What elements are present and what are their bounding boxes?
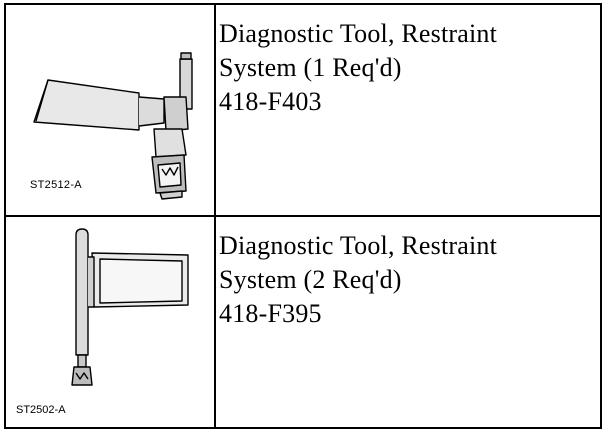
- table-row: ST2512-A Diagnostic Tool, Restraint Syst…: [4, 3, 602, 217]
- tool-part-number: 418-F403: [219, 87, 322, 116]
- tool-description-cell: Diagnostic Tool, Restraint System (1 Req…: [214, 3, 602, 217]
- tool-name-line-1: Diagnostic Tool, Restraint: [219, 19, 498, 48]
- tool-name-line-1: Diagnostic Tool, Restraint: [219, 231, 498, 260]
- illustration-code: ST2502-A: [16, 404, 66, 416]
- tool-description-cell: Diagnostic Tool, Restraint System (2 Req…: [214, 215, 602, 429]
- special-tools-table: ST2512-A Diagnostic Tool, Restraint Syst…: [4, 3, 602, 429]
- tool-part-number: 418-F395: [219, 299, 322, 328]
- tool-name-line-2: System (2 Req'd): [219, 265, 402, 294]
- tool-illustration-cell: ST2502-A: [4, 215, 216, 429]
- table-row: ST2502-A Diagnostic Tool, Restraint Syst…: [4, 215, 602, 429]
- tool-illustration-cell: ST2512-A: [4, 3, 216, 217]
- restraint-diagnostic-tool-1-illustration: ST2512-A: [30, 52, 193, 200]
- illustration-code: ST2512-A: [30, 179, 82, 191]
- restraint-diagnostic-tool-2-illustration: ST2502-A: [16, 228, 189, 416]
- tool-name-line-2: System (1 Req'd): [219, 53, 402, 82]
